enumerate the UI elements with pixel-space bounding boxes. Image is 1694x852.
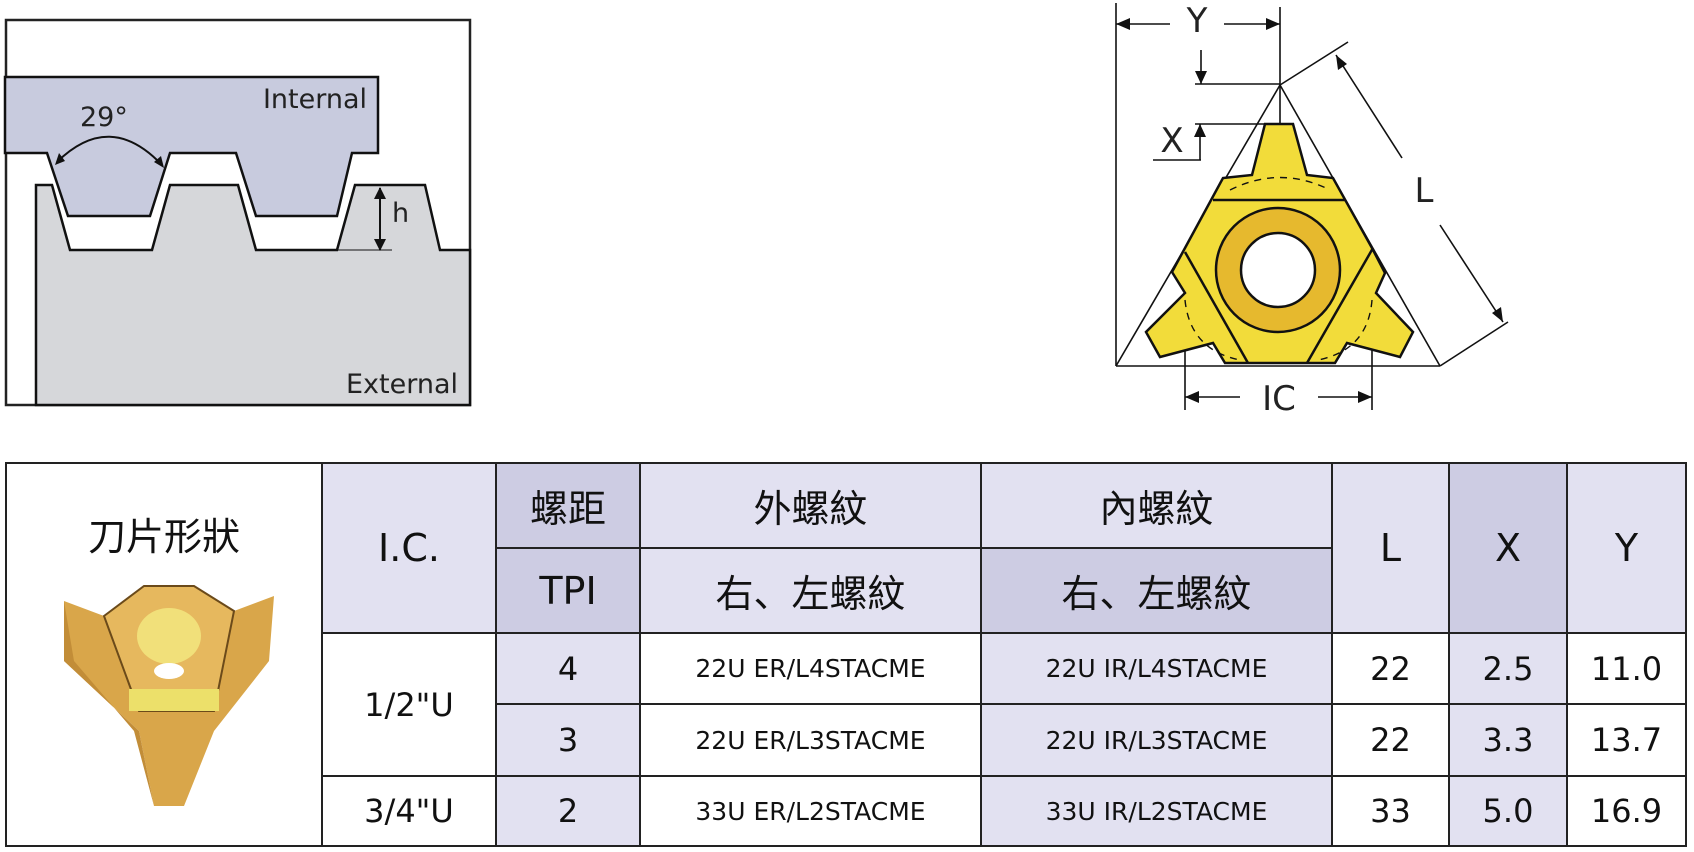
y-cell: 16.9 [1566, 775, 1687, 847]
external-hand-header: 右、左螺紋 [639, 547, 982, 634]
x-cell: 3.3 [1448, 703, 1568, 777]
insert-hole [1239, 231, 1317, 309]
l-cell: 33 [1331, 775, 1450, 847]
y-dimension-label: Y [1186, 1, 1208, 41]
ic-header: I.C. [321, 462, 497, 634]
diagrams: 29° Internal h External [3, 1, 1509, 419]
insert-dimension-diagram [1115, 3, 1509, 410]
l-cell: 22 [1331, 703, 1450, 777]
insert-shape-header: 刀片形狀 [87, 515, 240, 559]
x-cell: 5.0 [1448, 775, 1568, 847]
x-cell: 2.5 [1448, 632, 1568, 705]
table-row: 3 22U ER/L3STACME 22U IR/L3STACME 22 3.3… [6, 703, 1687, 777]
insert-shape-cell: 刀片形狀 [5, 462, 323, 847]
external-thread-header: 外螺紋 [639, 462, 982, 549]
l-header: L [1331, 462, 1450, 634]
pitch-header: 螺距 [495, 462, 641, 549]
table-row: 1/2"U 4 22U ER/L4STACME 22U IR/L4STACME … [6, 632, 1687, 777]
l-dimension-label: L [1415, 171, 1434, 211]
height-label: h [392, 198, 409, 229]
internal-code-cell: 22U IR/L3STACME [980, 703, 1333, 777]
ic-dimension-label: IC [1262, 379, 1296, 419]
table-row: 3/4"U 2 33U ER/L2STACME 33U IR/L2STACME … [6, 775, 1687, 847]
angle-arc [56, 135, 163, 166]
internal-code-cell: 22U IR/L4STACME [980, 632, 1333, 705]
angle-label: 29° [80, 102, 128, 133]
tpi-cell: 3 [495, 703, 641, 777]
thread-profile-diagram: 29° Internal h External [3, 18, 472, 407]
ic-cell: 1/2"U [321, 632, 497, 777]
tpi-header: TPI [495, 547, 641, 634]
internal-label: Internal [263, 84, 367, 115]
insert-photo [64, 585, 274, 806]
external-thread-body [34, 183, 472, 407]
internal-hand-header: 右、左螺紋 [980, 547, 1333, 634]
x-header: X [1448, 462, 1568, 634]
l-cell: 22 [1331, 632, 1450, 705]
ic-cell: 3/4"U [321, 775, 497, 847]
insert-spec-table: 刀片形狀 I.C. 螺距 外螺紋 內螺紋 L X Y TPI 右、左螺紋 右、左… [5, 462, 1687, 847]
internal-code-cell: 33U IR/L2STACME [980, 775, 1333, 847]
y-cell: 13.7 [1566, 703, 1687, 777]
x-dimension-label: X [1160, 121, 1183, 161]
y-header: Y [1566, 462, 1687, 634]
internal-thread-body [3, 75, 380, 218]
external-code-cell: 33U ER/L2STACME [639, 775, 982, 847]
external-label: External [346, 369, 458, 400]
y-cell: 11.0 [1566, 632, 1687, 705]
external-code-cell: 22U ER/L4STACME [639, 632, 982, 705]
tpi-cell: 2 [495, 775, 641, 847]
external-code-cell: 22U ER/L3STACME [639, 703, 982, 777]
tpi-cell: 4 [495, 632, 641, 705]
internal-thread-header: 內螺紋 [980, 462, 1333, 549]
